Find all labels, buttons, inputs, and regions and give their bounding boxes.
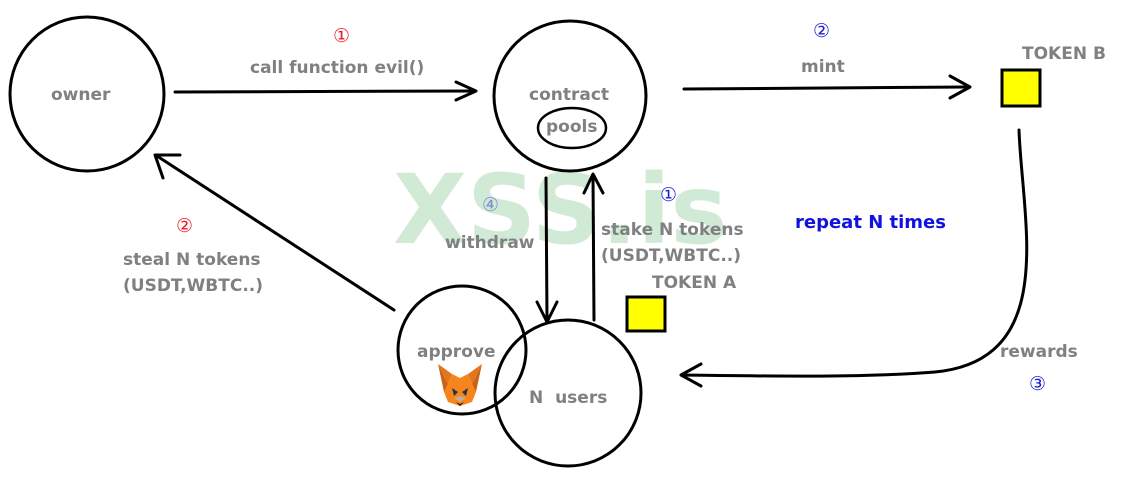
approve-label: approve xyxy=(417,342,495,362)
edge-stake: ① stake N tokens (USDT,WBTC..) xyxy=(582,172,744,322)
edge-withdraw: ④ withdraw xyxy=(445,176,559,324)
contract-node: contract pools xyxy=(492,19,648,173)
rewards-step: ③ xyxy=(1029,373,1046,395)
steal-line1: steal N tokens xyxy=(123,250,261,270)
steal-line2: (USDT,WBTC..) xyxy=(123,276,263,296)
edge-mint: ② mint xyxy=(682,20,972,100)
pools-label: pools xyxy=(546,117,597,137)
metamask-fox-icon xyxy=(438,364,482,406)
rewards-label: rewards xyxy=(1000,342,1078,362)
stake-step: ① xyxy=(660,184,677,206)
repeat-note: repeat N times xyxy=(795,212,946,233)
call-evil-step: ① xyxy=(333,25,350,47)
approve-node: approve xyxy=(396,284,528,416)
token-b: TOKEN B xyxy=(1000,44,1106,108)
edge-steal: ② steal N tokens (USDT,WBTC..) xyxy=(123,153,396,312)
steal-step: ② xyxy=(176,215,193,237)
owner-node: owner xyxy=(8,15,166,173)
token-a-square xyxy=(625,295,667,333)
stake-line1: stake N tokens xyxy=(601,220,744,240)
users-label: N users xyxy=(529,388,607,408)
edge-rewards: rewards ③ xyxy=(679,128,1078,395)
token-a-label: TOKEN A xyxy=(652,273,737,293)
pools-node xyxy=(536,106,608,150)
token-a: TOKEN A xyxy=(625,273,737,333)
stake-line2: (USDT,WBTC..) xyxy=(601,246,741,266)
call-evil-label: call function evil() xyxy=(250,58,424,78)
watermark: XSS.is xyxy=(393,154,728,266)
withdraw-label: withdraw xyxy=(445,233,535,253)
users-node: N users xyxy=(493,318,643,468)
withdraw-step: ④ xyxy=(482,194,499,216)
mint-step: ② xyxy=(813,20,830,42)
edge-call-evil: ① call function evil() xyxy=(173,25,478,102)
token-b-square xyxy=(1000,68,1042,108)
owner-label: owner xyxy=(51,85,111,105)
contract-label: contract xyxy=(529,85,609,105)
mint-label: mint xyxy=(801,57,845,77)
token-b-label: TOKEN B xyxy=(1022,44,1106,64)
